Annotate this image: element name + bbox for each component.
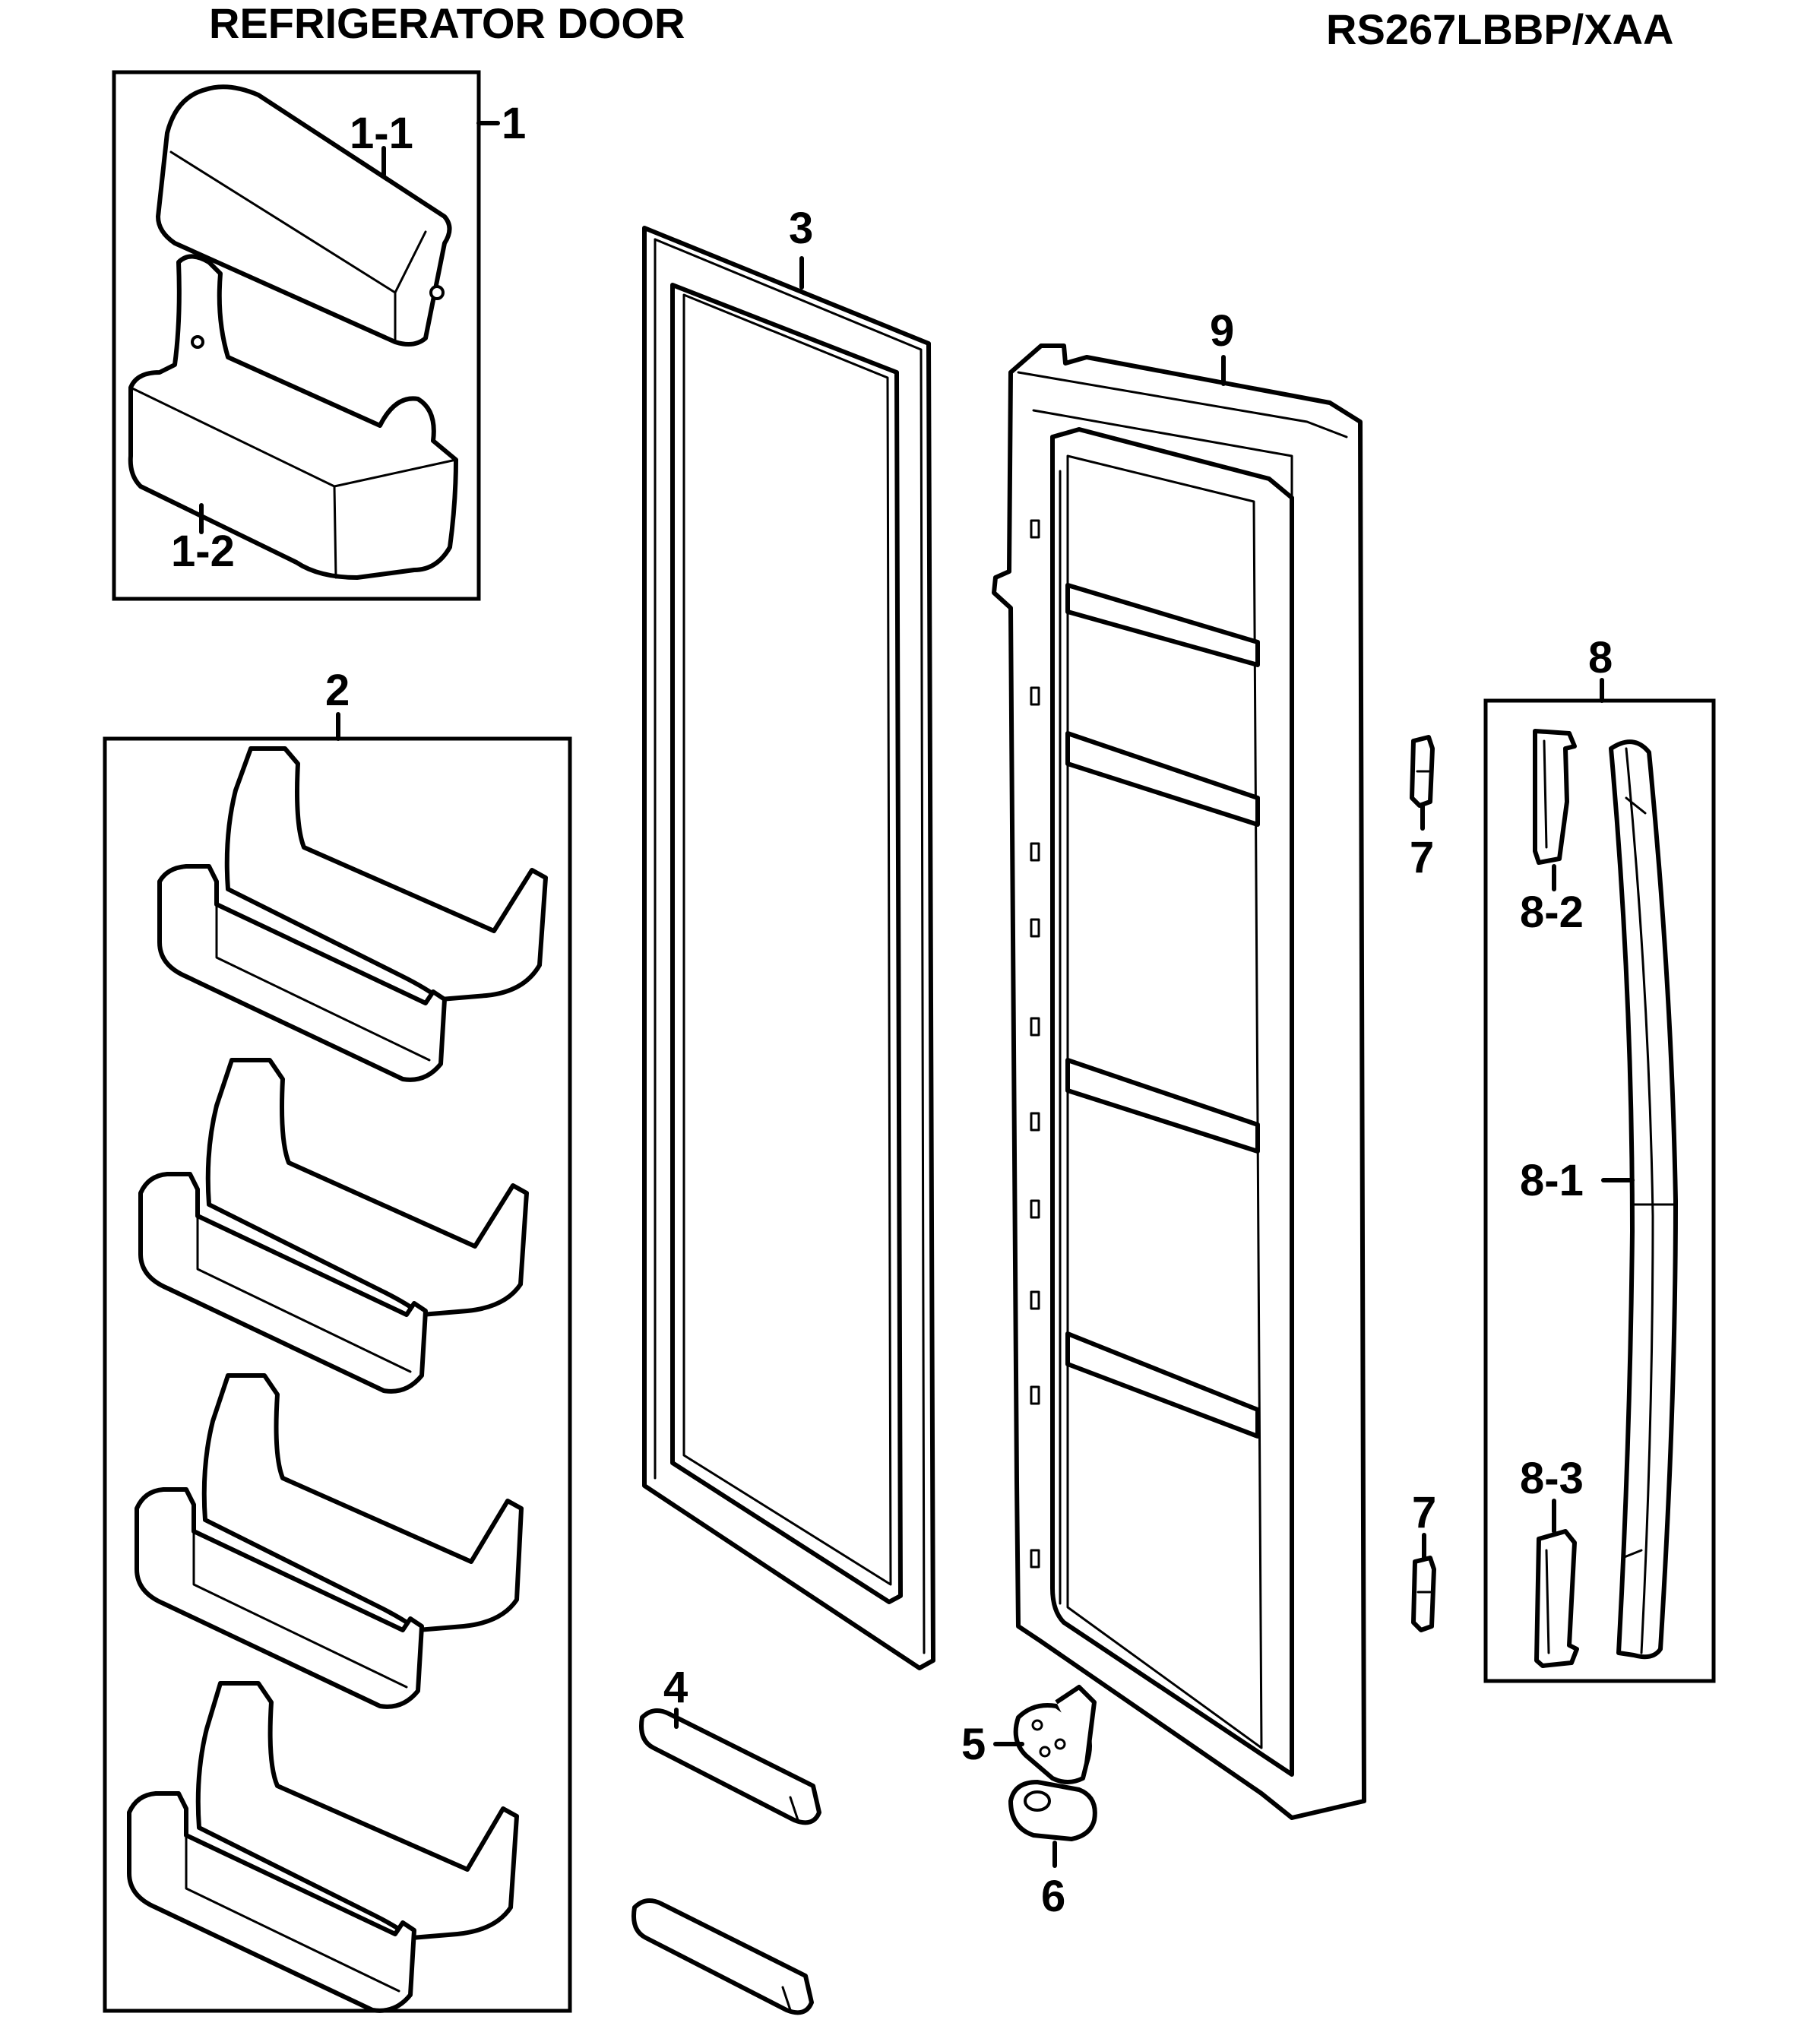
part-4-stopper-upper[interactable] xyxy=(639,1708,821,1825)
callout-9: 9 xyxy=(1210,306,1234,356)
part-8-box xyxy=(1483,698,1716,1683)
door-bin-2[interactable] xyxy=(138,1058,529,1394)
part-8-1-handle[interactable] xyxy=(1601,739,1678,1660)
callout-5: 5 xyxy=(961,1720,986,1769)
callout-2: 2 xyxy=(325,666,350,715)
callout-4: 4 xyxy=(663,1663,688,1712)
callout-1: 1 xyxy=(502,99,526,148)
part-6-hinge-cap[interactable] xyxy=(1008,1780,1097,1868)
callout-8: 8 xyxy=(1588,633,1613,682)
part-8-group[interactable]: 8 8-2 8-1 8-3 xyxy=(1483,633,1716,1683)
callout-6: 6 xyxy=(1041,1872,1065,1921)
part-2-group[interactable]: 2 xyxy=(103,666,572,2013)
part-5-hinge-plate[interactable] xyxy=(993,1685,1097,1784)
part-7-clip-lower[interactable] xyxy=(1411,1533,1436,1632)
part-8-3-handle-cap-lower[interactable] xyxy=(1534,1499,1579,1668)
part-2-box xyxy=(103,736,572,2013)
part-8-2-handle-cap-upper[interactable] xyxy=(1533,729,1577,891)
part-1-1-cover[interactable] xyxy=(156,84,452,347)
callout-7-upper: 7 xyxy=(1410,833,1434,882)
part-9-door-liner[interactable] xyxy=(992,343,1366,1820)
callout-8-1: 8-1 xyxy=(1520,1156,1584,1205)
part-1-group[interactable]: 1 1-1 1-2 xyxy=(112,70,526,601)
door-bin-3[interactable] xyxy=(135,1373,524,1709)
diagram-title: REFRIGERATOR DOOR xyxy=(209,0,685,47)
callout-8-3: 8-3 xyxy=(1520,1454,1584,1503)
callout-1-1: 1-1 xyxy=(350,109,413,158)
callout-8-2: 8-2 xyxy=(1520,888,1584,937)
part-7-clip-upper[interactable] xyxy=(1410,735,1435,831)
part-1-box xyxy=(112,70,481,601)
part-3-gasket[interactable] xyxy=(642,226,935,1670)
model-number: RS267LBBP/XAA xyxy=(1326,5,1673,53)
callout-7-lower: 7 xyxy=(1412,1488,1436,1537)
part-4-stopper-lower[interactable] xyxy=(631,1898,814,2015)
door-bin-4[interactable] xyxy=(127,1681,519,2013)
part-1-2-bin[interactable] xyxy=(128,254,458,580)
door-bin-1[interactable] xyxy=(157,746,548,1082)
callout-3: 3 xyxy=(789,204,813,253)
callout-1-2: 1-2 xyxy=(171,527,235,576)
